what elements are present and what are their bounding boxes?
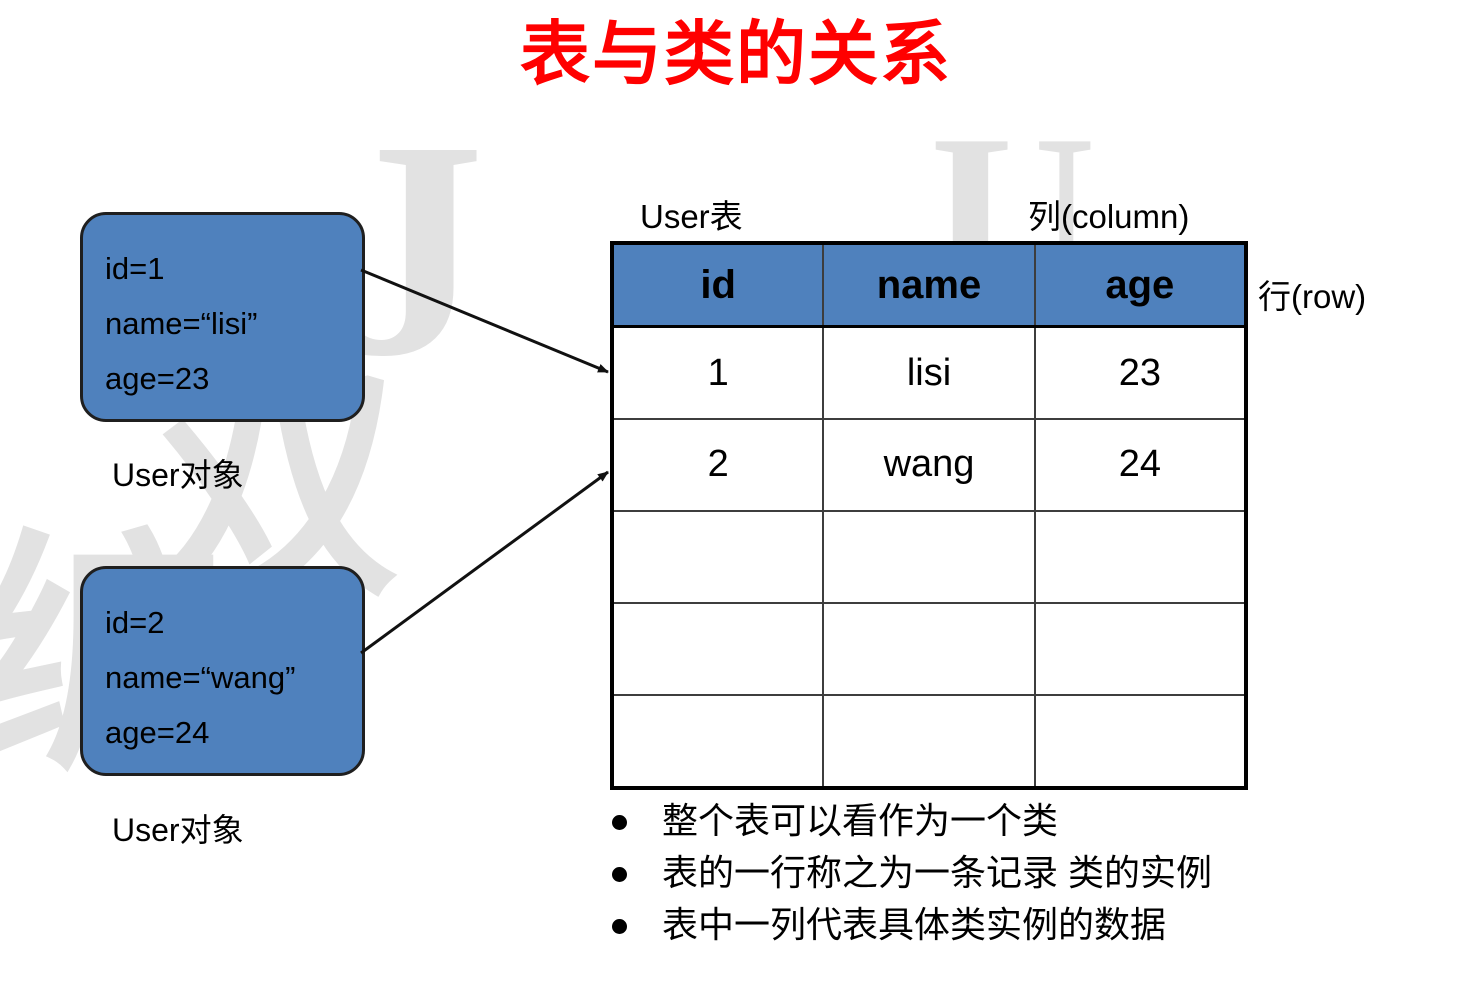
table-cell-age [1033, 601, 1248, 696]
table-cell-name [822, 693, 1036, 790]
table-row: 2 wang 24 [610, 418, 1248, 512]
note-text: 整个表可以看作为一个类 [662, 800, 1059, 841]
table-cell-id [610, 509, 825, 604]
table-cell-age: 23 [1033, 325, 1248, 420]
table-header-name: name [822, 242, 1036, 328]
note-text: 表的一行称之为一条记录 类的实例 [662, 852, 1213, 893]
attribute-id-1: id=1 [105, 251, 165, 286]
table-header-id: id [610, 242, 825, 328]
notes-list: 整个表可以看作为一个类 表的一行称之为一条记录 类的实例 表中一列代表具体类实例… [600, 795, 1212, 951]
table-cell-age: 24 [1033, 418, 1248, 512]
attribute-age-2: age=24 [105, 715, 210, 750]
user-object-caption-1: User对象 [112, 457, 244, 493]
table-cell-id: 2 [610, 418, 825, 512]
table-row: 1 lisi 23 [610, 325, 1248, 420]
arrow-object2-to-row2 [360, 470, 609, 655]
table-cell-age [1033, 693, 1248, 790]
table-cell-id [610, 601, 825, 696]
table-cell-name [822, 601, 1036, 696]
row-label: 行(row) [1258, 278, 1367, 315]
attribute-id-2: id=2 [105, 605, 165, 640]
bullet-dot-icon [612, 867, 627, 882]
column-label: 列(column) [1028, 198, 1190, 235]
user-object-box-1: id=1 name=“lisi” age=23 [80, 212, 365, 422]
table-cell-name: wang [822, 418, 1036, 512]
user-object-attributes-2: id=2 name=“wang” age=24 [105, 595, 295, 760]
table-cell-id [610, 693, 825, 790]
table-row [610, 693, 1248, 790]
table-cell-id: 1 [610, 325, 825, 420]
page-title: 表与类的关系 [520, 15, 952, 93]
list-item: 表中一列代表具体类实例的数据 [600, 899, 1212, 951]
bullet-dot-icon [612, 919, 627, 934]
user-table: id name age 1 lisi 23 2 wang 24 [610, 241, 1248, 790]
table-cell-age [1033, 509, 1248, 604]
attribute-name-1: name=“lisi” [105, 306, 258, 341]
user-object-caption-2: User对象 [112, 812, 244, 848]
table-cell-name: lisi [822, 325, 1036, 420]
table-header-age: age [1033, 242, 1248, 328]
user-table-label: User表 [640, 198, 743, 235]
attribute-name-2: name=“wang” [105, 660, 296, 695]
table-row [610, 601, 1248, 696]
table-header-row: id name age [610, 242, 1248, 328]
attribute-age-1: age=23 [105, 361, 210, 396]
table-cell-name [822, 509, 1036, 604]
bullet-dot-icon [612, 815, 627, 830]
arrow-object1-to-row1 [360, 268, 609, 374]
list-item: 整个表可以看作为一个类 [600, 795, 1212, 847]
table-row [610, 509, 1248, 604]
user-object-attributes-1: id=1 name=“lisi” age=23 [105, 241, 257, 406]
list-item: 表的一行称之为一条记录 类的实例 [600, 847, 1212, 899]
user-object-box-2: id=2 name=“wang” age=24 [80, 566, 365, 776]
note-text: 表中一列代表具体类实例的数据 [662, 904, 1167, 945]
